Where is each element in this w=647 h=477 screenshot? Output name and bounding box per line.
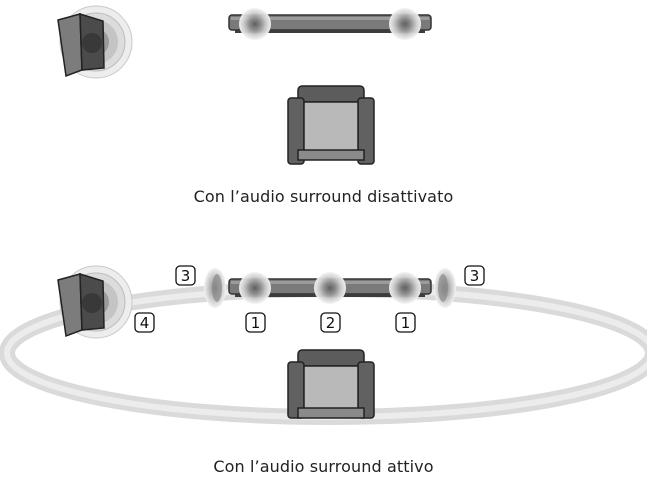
- marker-center: 2: [320, 312, 341, 333]
- marker-side-left: 3: [175, 265, 196, 286]
- caption-surround-on: Con l’audio surround attivo: [213, 457, 434, 476]
- soundbar-icon: [228, 8, 432, 40]
- subwoofer-icon: [57, 5, 133, 79]
- armchair-icon: [287, 349, 375, 419]
- scene-surround-on: 3 3 1 2 1 4: [0, 265, 647, 425]
- svg-text:1: 1: [251, 314, 261, 332]
- svg-text:3: 3: [181, 267, 191, 285]
- armchair-icon: [287, 85, 375, 165]
- marker-subwoofer: 4: [134, 312, 155, 333]
- side-beam-right-icon: [434, 268, 456, 308]
- side-beam-left-icon: [204, 268, 226, 308]
- svg-text:4: 4: [140, 314, 150, 332]
- marker-side-right: 3: [464, 265, 485, 286]
- marker-front-left: 1: [245, 312, 266, 333]
- scene-surround-off: [57, 5, 432, 165]
- marker-front-right: 1: [395, 312, 416, 333]
- subwoofer-icon: [57, 265, 133, 339]
- caption-surround-off: Con l’audio surround disattivato: [193, 187, 454, 206]
- svg-text:1: 1: [401, 314, 411, 332]
- svg-text:3: 3: [470, 267, 480, 285]
- soundbar-icon: [228, 272, 432, 304]
- svg-text:2: 2: [326, 314, 336, 332]
